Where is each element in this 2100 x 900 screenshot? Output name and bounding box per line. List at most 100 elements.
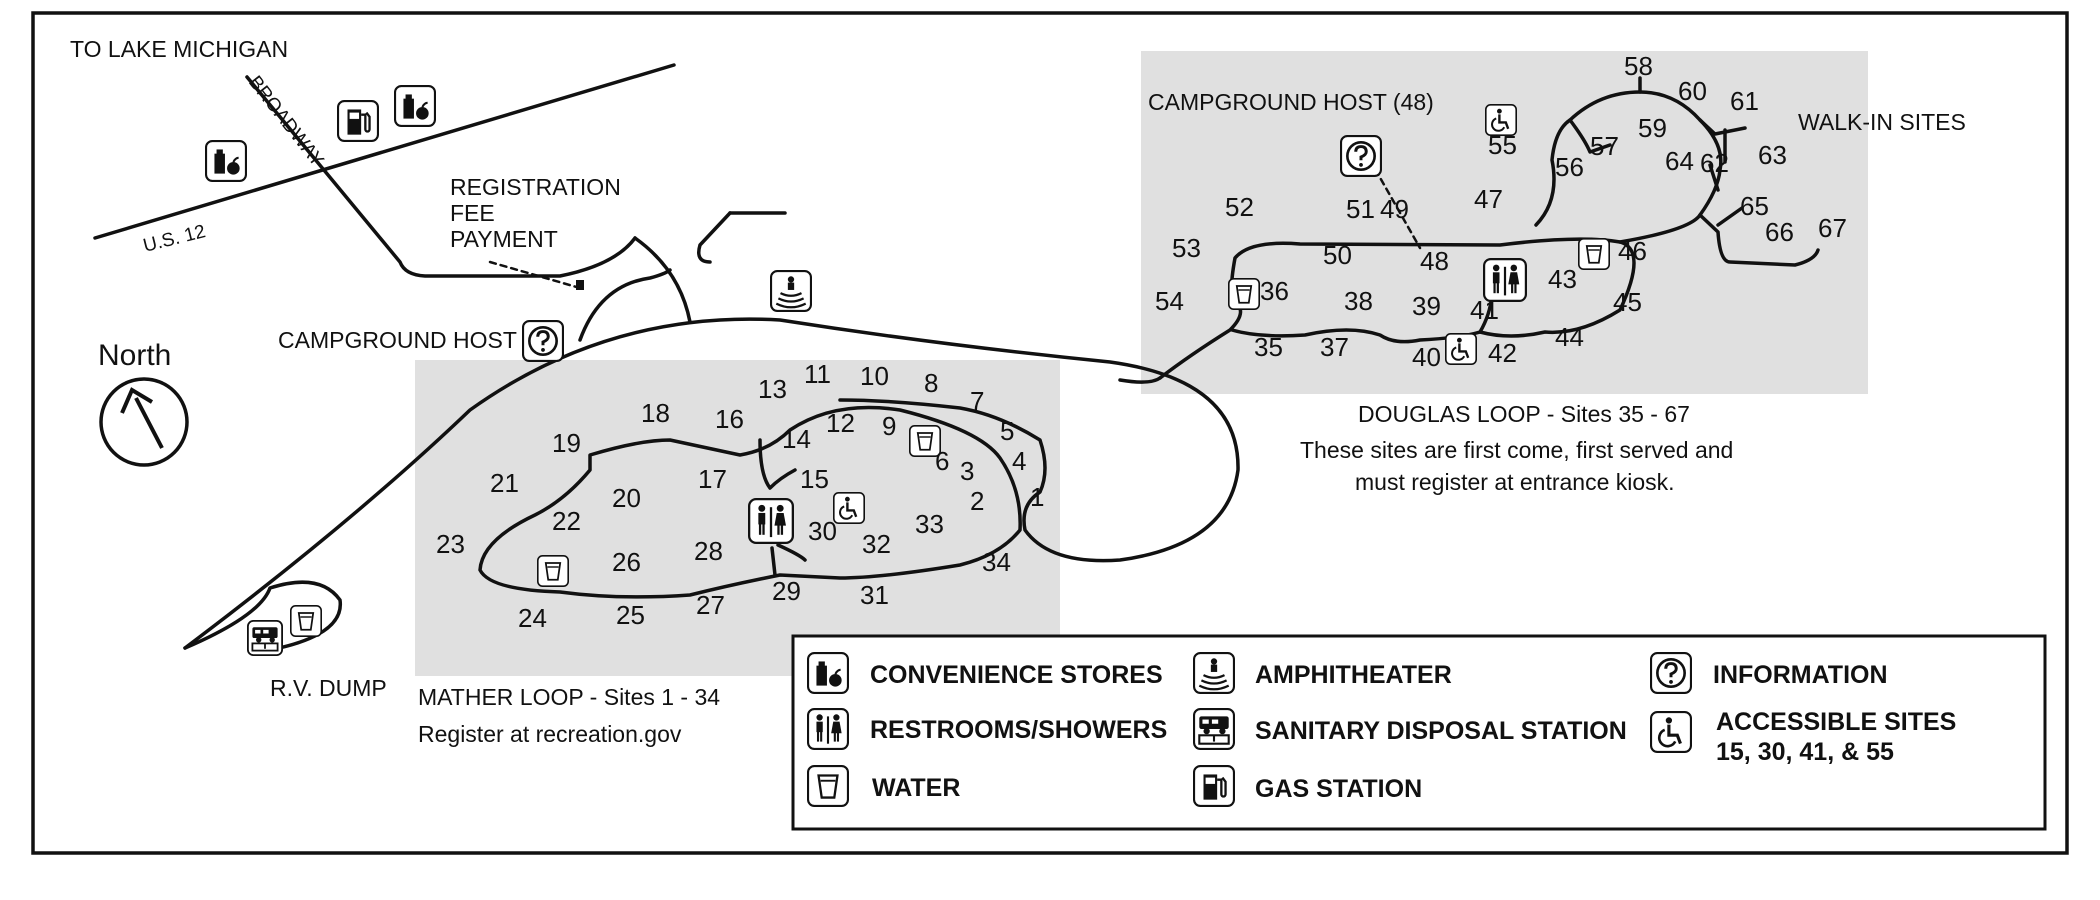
campsite-number: 25: [616, 600, 645, 630]
campground-host-label: CAMPGROUND HOST: [278, 327, 517, 353]
mather-loop-title: MATHER LOOP - Sites 1 - 34: [418, 684, 720, 710]
convenience-store-icon: [394, 85, 436, 127]
rv-dump-loop: [183, 580, 342, 652]
campsite-number: 33: [915, 509, 944, 539]
campsite-number: 19: [552, 428, 581, 458]
campsite-number: 52: [1225, 192, 1254, 222]
campsite-number: 15: [800, 464, 829, 494]
rv-dump-label: R.V. DUMP: [270, 675, 387, 701]
amphitheater-icon: [1193, 652, 1235, 694]
campsite-number: 5: [1000, 416, 1014, 446]
campsite-number: 18: [641, 398, 670, 428]
campsite-number: 40: [1412, 342, 1441, 372]
map-border: [31, 11, 2069, 855]
campsite-number: 17: [698, 464, 727, 494]
mather-loop-note: Register at recreation.gov: [418, 721, 682, 747]
campsite-number: 57: [1590, 131, 1619, 161]
campsite-number: 9: [882, 411, 896, 441]
campsite-number: 12: [826, 408, 855, 438]
campsite-number: 56: [1555, 152, 1584, 182]
us12-label: U.S. 12: [141, 221, 208, 257]
campsite-number: 61: [1730, 86, 1759, 116]
campsite-number: 27: [696, 590, 725, 620]
campsite-number: 7: [970, 386, 984, 416]
legend: CONVENIENCE STORES RESTROOMS/SHOWERS WAT…: [791, 634, 2047, 831]
water-icon: [807, 765, 849, 807]
campsite-number: 47: [1474, 184, 1503, 214]
campsite-number: 36: [1260, 276, 1289, 306]
campsite-number: 60: [1678, 76, 1707, 106]
campsite-number: 16: [715, 404, 744, 434]
campsite-number: 59: [1638, 113, 1667, 143]
campsite-number: 49: [1380, 194, 1409, 224]
information-icon: [1340, 135, 1382, 177]
gas-station-icon: [337, 100, 379, 142]
water-icon: [1228, 278, 1260, 310]
sanitary-dump-icon: [247, 620, 283, 656]
legend-information: INFORMATION: [1713, 661, 1888, 689]
accessible-icon: [1650, 711, 1692, 753]
campsite-number: 31: [860, 580, 889, 610]
campsite-number: 42: [1488, 338, 1517, 368]
campsite-number: 6: [935, 446, 949, 476]
campsite-number: 48: [1420, 246, 1449, 276]
broadway-road: [245, 75, 637, 278]
douglas-loop-note-1: These sites are first come, first served…: [1300, 437, 1733, 463]
water-icon: [290, 605, 322, 637]
campsite-number: 8: [924, 368, 938, 398]
campsite-number: 39: [1412, 291, 1441, 321]
information-icon: [522, 320, 564, 362]
campsite-number: 41: [1470, 295, 1499, 325]
legend-gas: GAS STATION: [1255, 775, 1422, 803]
information-icon: [1650, 652, 1692, 694]
campsite-number: 26: [612, 547, 641, 577]
fee-label: FEE: [450, 200, 495, 226]
campsite-number: 54: [1155, 286, 1184, 316]
legend-amphitheater: AMPHITHEATER: [1255, 661, 1452, 689]
accessible-icon: [833, 492, 865, 524]
campsite-number: 53: [1172, 233, 1201, 263]
campsite-number: 22: [552, 506, 581, 536]
legend-accessible-1: ACCESSIBLE SITES: [1716, 708, 1956, 736]
campsite-number: 65: [1740, 191, 1769, 221]
restroom-icon: [748, 498, 794, 544]
campsite-number: 66: [1765, 217, 1794, 247]
campsite-number: 24: [518, 603, 547, 633]
campsite-number: 13: [758, 374, 787, 404]
mather-inner-loop: [478, 405, 1022, 599]
campsite-number: 34: [982, 547, 1011, 577]
campground-host-48-label: CAMPGROUND HOST (48): [1148, 89, 1434, 115]
campsite-number: 51: [1346, 194, 1375, 224]
campsite-number: 10: [860, 361, 889, 391]
douglas-loop-note-2: must register at entrance kiosk.: [1355, 469, 1675, 495]
campsite-number: 43: [1548, 264, 1577, 294]
campsite-number: 37: [1320, 332, 1349, 362]
campsite-number: 45: [1613, 287, 1642, 317]
campsite-number: 28: [694, 536, 723, 566]
campsite-number: 14: [782, 424, 811, 454]
campsite-number: 21: [490, 468, 519, 498]
legend-accessible-2: 15, 30, 41, & 55: [1716, 738, 1894, 766]
us12-road: [93, 63, 676, 240]
campsite-number: 50: [1323, 240, 1352, 270]
campsite-number: 44: [1555, 322, 1584, 352]
campsite-number: 64: [1665, 146, 1694, 176]
campsite-number: 30: [808, 516, 837, 546]
broadway-label: BROADWAY: [244, 72, 328, 171]
amphitheater-icon: [770, 270, 812, 312]
campsite-number: 2: [970, 486, 984, 516]
convenience-store-icon: [807, 652, 849, 694]
sanitary-dump-icon: [1193, 708, 1235, 750]
legend-water: WATER: [872, 774, 960, 802]
campsite-number: 23: [436, 529, 465, 559]
campsite-number: 32: [862, 529, 891, 559]
restroom-icon: [807, 708, 849, 750]
campsite-number: 3: [960, 456, 974, 486]
walk-in-sites-label: WALK-IN SITES: [1798, 109, 1966, 135]
gas-station-icon: [1193, 765, 1235, 807]
campsite-number: 20: [612, 483, 641, 513]
campsite-number: 29: [772, 576, 801, 606]
campsite-number: 4: [1012, 446, 1026, 476]
